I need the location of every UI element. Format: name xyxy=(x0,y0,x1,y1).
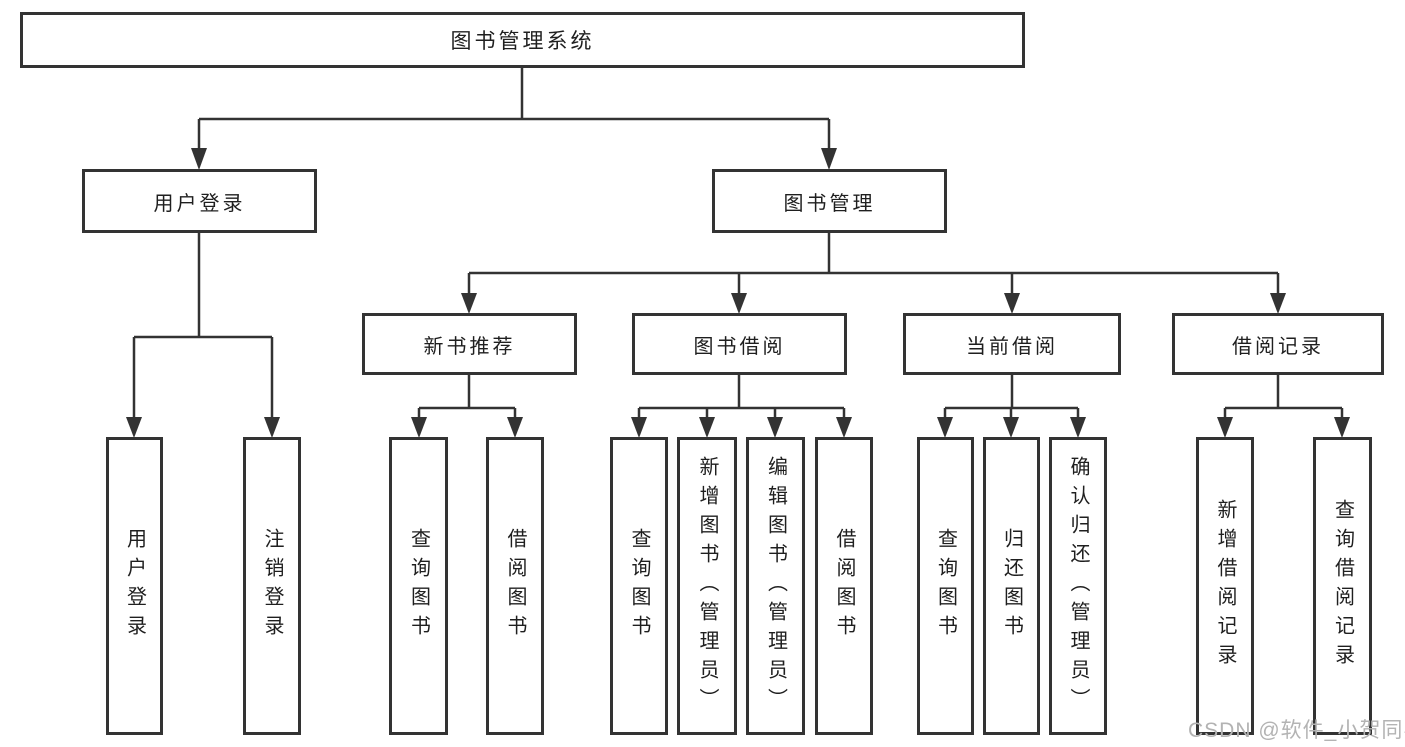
leaf-add-borrow-record: 新增借阅记录 xyxy=(1196,437,1254,735)
leaf-confirm-return-admin: 确认归还（管理员） xyxy=(1049,437,1107,735)
node-label: 借阅图书 xyxy=(504,528,526,644)
node-label: 借阅图书 xyxy=(833,528,855,644)
node-book-borrowing: 图书借阅 xyxy=(632,313,847,375)
node-label: 新增图书（管理员） xyxy=(696,455,718,717)
node-user-login-module: 用户登录 xyxy=(82,169,317,233)
node-label: 图书借阅 xyxy=(693,335,786,358)
leaf-add-book-admin: 新增图书（管理员） xyxy=(677,437,737,735)
node-label: 归还图书 xyxy=(1000,528,1023,644)
leaf-user-login: 用户登录 xyxy=(106,437,163,735)
node-book-management-module: 图书管理 xyxy=(712,169,947,233)
csdn-watermark: CSDN @软件_小贺同学 xyxy=(1188,719,1405,742)
leaf-edit-book-admin: 编辑图书（管理员） xyxy=(746,437,805,735)
node-label: 编辑图书（管理员） xyxy=(764,455,787,717)
leaf-logout: 注销登录 xyxy=(243,437,301,735)
node-label: 查询图书 xyxy=(934,528,957,644)
leaf-query-borrow-record: 查询借阅记录 xyxy=(1313,437,1372,735)
node-root-system: 图书管理系统 xyxy=(20,12,1025,68)
node-label: 新增借阅记录 xyxy=(1214,499,1236,673)
node-new-book-recommend: 新书推荐 xyxy=(362,313,577,375)
leaf-return-books: 归还图书 xyxy=(983,437,1040,735)
leaf-borrow-books: 借阅图书 xyxy=(815,437,873,735)
arrowheads xyxy=(126,148,1350,438)
node-label: 用户登录 xyxy=(153,192,246,215)
node-label: 确认归还（管理员） xyxy=(1067,455,1089,717)
node-label: 图书管理系统 xyxy=(450,30,595,53)
node-label: 注销登录 xyxy=(261,528,283,644)
leaf-query-books-current: 查询图书 xyxy=(917,437,974,735)
node-current-borrowing: 当前借阅 xyxy=(903,313,1121,375)
node-label: 新书推荐 xyxy=(423,335,516,358)
node-borrowing-records: 借阅记录 xyxy=(1172,313,1384,375)
node-label: 图书管理 xyxy=(783,192,876,215)
node-label: 查询图书 xyxy=(628,528,650,644)
node-label: 查询图书 xyxy=(407,528,430,644)
node-label: 查询借阅记录 xyxy=(1331,499,1354,673)
leaf-borrow-books-recommend: 借阅图书 xyxy=(486,437,544,735)
leaf-query-books-borrowing: 查询图书 xyxy=(610,437,668,735)
node-label: 当前借阅 xyxy=(966,335,1058,358)
node-label: 用户登录 xyxy=(123,528,146,644)
leaf-query-books-recommend: 查询图书 xyxy=(389,437,448,735)
node-label: 借阅记录 xyxy=(1232,335,1324,358)
